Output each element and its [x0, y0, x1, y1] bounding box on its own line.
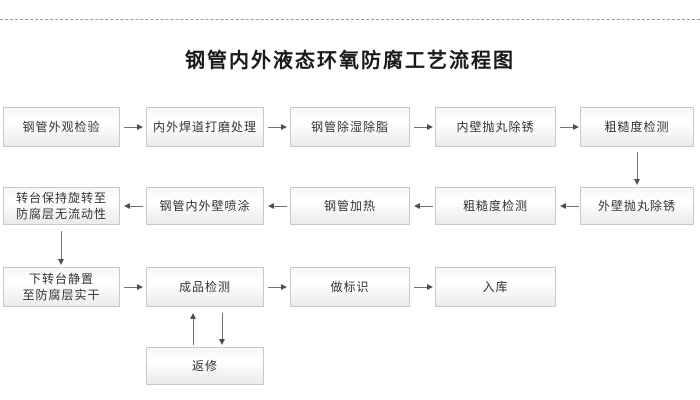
node-label: 做标识	[330, 280, 370, 294]
node-label-line1: 下转台静置	[28, 272, 94, 286]
arrow-right-icon-degrease-to-inner-blasting	[414, 124, 433, 130]
node-label: 外壁抛丸除锈	[597, 199, 676, 213]
node-weld-grinding: 内外焊道打磨处理	[146, 107, 264, 147]
node-label: 返修	[191, 359, 218, 373]
arrow-down-icon-rotating-to-standing	[58, 231, 64, 265]
node-label: 钢管加热	[323, 199, 376, 213]
node-keep-rotating: 转台保持旋转至 防腐层无流动性	[3, 187, 120, 225]
arrow-up-icon-rework-to-final-inspection	[190, 313, 196, 345]
arrow-left-icon-heating-to-spray	[268, 203, 287, 209]
node-label: 粗糙度检测	[462, 199, 528, 213]
node-final-inspection: 成品检测	[146, 267, 264, 307]
arrow-down-icon-roughness-to-outer-blasting	[634, 152, 640, 185]
node-spray-coating: 钢管内外壁喷涂	[146, 187, 264, 225]
arrow-right-icon-appearance-to-grinding	[124, 124, 143, 130]
node-label: 粗糙度检测	[604, 120, 670, 134]
arrow-right-icon-inner-blasting-to-roughness	[560, 124, 579, 130]
node-roughness-test-2: 粗糙度检测	[435, 187, 556, 225]
arrow-left-icon-spray-to-rotating	[124, 203, 143, 209]
node-marking: 做标识	[290, 267, 410, 307]
node-rework: 返修	[146, 347, 264, 385]
page-title: 钢管内外液态环氧防腐工艺流程图	[185, 48, 515, 72]
node-warehousing: 入库	[435, 267, 556, 307]
node-degrease: 钢管除湿除脂	[290, 107, 410, 147]
arrow-left-icon-outer-blasting-to-roughness	[560, 203, 579, 209]
node-label-line1: 转台保持旋转至	[15, 191, 107, 205]
node-label: 钢管内外壁喷涂	[159, 199, 251, 213]
top-dashed-divider	[0, 19, 700, 20]
node-label: 成品检测	[178, 280, 231, 294]
arrow-down-icon-final-inspection-to-rework	[219, 313, 225, 345]
node-label-line2: 防腐层无流动性	[15, 207, 107, 221]
node-roughness-test-1: 粗糙度检测	[580, 107, 694, 147]
node-label-line2: 至防腐层实干	[22, 288, 101, 302]
node-pipe-heating: 钢管加热	[290, 187, 410, 225]
node-label: 钢管外观检验	[22, 120, 101, 134]
arrow-right-icon-standing-to-final-inspection	[124, 284, 143, 290]
node-label: 内壁抛丸除锈	[456, 120, 535, 134]
node-label: 钢管除湿除脂	[310, 120, 389, 134]
arrow-left-icon-roughness-to-heating	[414, 203, 433, 209]
arrow-right-icon-final-inspection-to-marking	[268, 284, 287, 290]
node-outer-shot-blasting: 外壁抛丸除锈	[580, 187, 694, 225]
node-label: 入库	[482, 280, 509, 294]
node-label: 内外焊道打磨处理	[152, 120, 257, 134]
node-standing-cure: 下转台静置 至防腐层实干	[3, 267, 120, 307]
node-inner-shot-blasting: 内壁抛丸除锈	[435, 107, 556, 147]
arrow-right-icon-marking-to-warehousing	[414, 284, 433, 290]
node-appearance-inspection: 钢管外观检验	[3, 107, 120, 147]
arrow-right-icon-grinding-to-degrease	[268, 124, 287, 130]
